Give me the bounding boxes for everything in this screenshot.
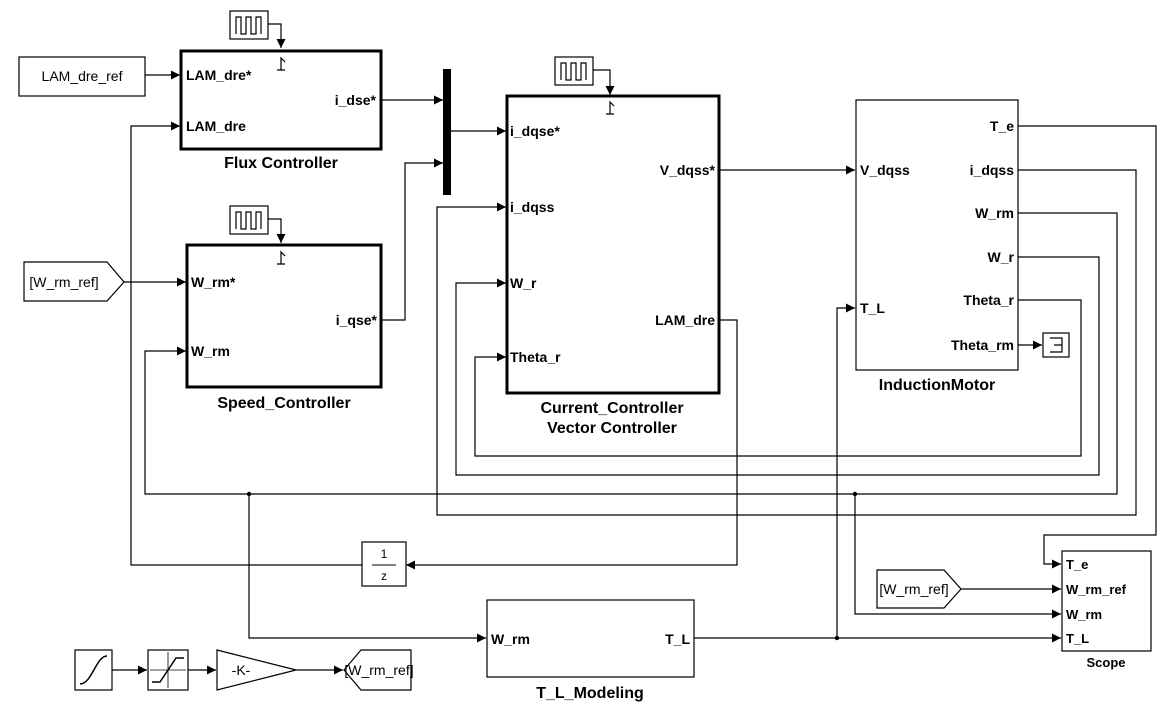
port-label: W_r [988, 249, 1015, 265]
port-label: i_qse* [336, 312, 378, 328]
port-label: Theta_r [510, 349, 561, 365]
port-label: LAM_dre [655, 312, 715, 328]
trigger-icon [606, 100, 615, 115]
pulse-generator-speed[interactable] [229, 205, 269, 235]
saturation-block[interactable] [147, 649, 189, 691]
pulse-icon [560, 62, 587, 81]
goto-label: [W_rm_ref] [344, 662, 413, 678]
from-wrm-ref-speed[interactable]: [W_rm_ref] [23, 261, 125, 302]
port-label: Theta_rm [951, 337, 1014, 353]
terminator-block[interactable] [1042, 332, 1070, 358]
trigger-icon [277, 250, 286, 265]
block-title: Scope [1086, 655, 1125, 670]
port-label: i_dqse* [510, 123, 560, 139]
tl-modeling-block[interactable]: W_rm T_L T_L_Modeling [486, 599, 695, 702]
block-title: T_L_Modeling [536, 685, 644, 702]
gain-block[interactable]: -K- [216, 649, 297, 691]
wire-speed-mux[interactable] [381, 158, 443, 321]
wire-thetar-current[interactable] [474, 299, 1082, 457]
goto-wrm-ref[interactable]: [W_rm_ref] [343, 649, 414, 691]
pulse-icon [235, 211, 262, 230]
block-subtitle: Vector Controller [547, 420, 677, 437]
flux-controller-block[interactable]: LAM_dre* LAM_dre i_dse* Flux Controller [179, 49, 383, 172]
wire-idqss-current[interactable] [436, 169, 1137, 516]
constant-label: LAM_dre_ref [42, 68, 123, 84]
port-label: W_rm_ref [1066, 582, 1127, 597]
mux-block[interactable] [443, 69, 451, 195]
wire-wrm-scope[interactable] [854, 494, 1061, 619]
from-wrm-ref-scope[interactable]: [W_rm_ref] [876, 569, 962, 609]
branch-dot [834, 635, 840, 641]
port-label: W_rm* [191, 274, 236, 290]
wire-pulse2[interactable] [268, 218, 286, 243]
branch-dot [852, 491, 858, 497]
wire-pulse1[interactable] [268, 23, 286, 48]
block-title: Speed_Controller [217, 395, 350, 412]
wire-pulse3[interactable] [593, 69, 615, 95]
current-controller-block[interactable]: i_dqse* i_dqss W_r Theta_r V_dqss* LAM_d… [505, 94, 721, 437]
block-title: Flux Controller [224, 155, 338, 172]
speed-controller-block[interactable]: W_rm* W_rm i_qse* Speed_Controller [185, 243, 383, 412]
scope-block[interactable]: T_e W_rm_ref W_rm T_L Scope [1061, 550, 1152, 670]
wire-tl-motor[interactable] [694, 303, 855, 639]
port-label: W_rm [491, 631, 530, 647]
port-label: W_r [510, 275, 537, 291]
delay-numerator: 1 [381, 547, 388, 561]
port-label: LAM_dre* [186, 67, 252, 83]
from-label: [W_rm_ref] [879, 581, 948, 597]
port-label: T_L [665, 631, 690, 647]
block-title: InductionMotor [879, 377, 995, 394]
port-label: V_dqss* [660, 162, 716, 178]
pulse-generator-flux[interactable] [229, 10, 269, 40]
ramp-block[interactable] [74, 649, 113, 691]
port-label: T_L [1066, 631, 1089, 646]
wire-wrm-tl[interactable] [248, 494, 486, 643]
terminator-icon [1050, 337, 1063, 353]
block-title: Current_Controller [540, 400, 683, 417]
branch-dot [246, 491, 252, 497]
port-label: T_e [990, 118, 1014, 134]
unit-delay-block[interactable]: 1 z [361, 541, 407, 587]
wire-wr-current[interactable] [455, 256, 1100, 476]
port-label: T_e [1066, 557, 1088, 572]
port-label: T_L [860, 300, 885, 316]
delay-denominator: z [381, 569, 387, 583]
from-label: [W_rm_ref] [29, 274, 98, 290]
port-label: i_dse* [335, 92, 377, 108]
port-label: LAM_dre [186, 118, 246, 134]
port-label: W_rm [191, 343, 230, 359]
pulse-generator-current[interactable] [554, 56, 594, 86]
wire-te-scope[interactable] [1018, 125, 1157, 569]
gain-label: -K- [232, 662, 251, 678]
port-label: W_rm [1066, 607, 1102, 622]
induction-motor-block[interactable]: V_dqss T_L T_e i_dqss W_rm W_r Theta_r T… [855, 99, 1019, 394]
trigger-icon [277, 56, 286, 71]
pulse-icon [235, 16, 262, 35]
wire-lamdre-delay[interactable] [406, 319, 738, 570]
port-label: V_dqss [860, 162, 910, 178]
port-label: Theta_r [963, 292, 1014, 308]
port-label: W_rm [975, 205, 1014, 221]
wire-wrm-speed[interactable] [144, 212, 1118, 495]
port-label: i_dqss [510, 199, 555, 215]
wire-delay-flux[interactable] [130, 121, 362, 566]
ramp-icon [79, 655, 108, 685]
constant-lam-dre-ref[interactable]: LAM_dre_ref [18, 56, 146, 97]
saturation-icon [152, 657, 184, 683]
signal-lines [112, 23, 1157, 675]
port-label: i_dqss [970, 162, 1015, 178]
